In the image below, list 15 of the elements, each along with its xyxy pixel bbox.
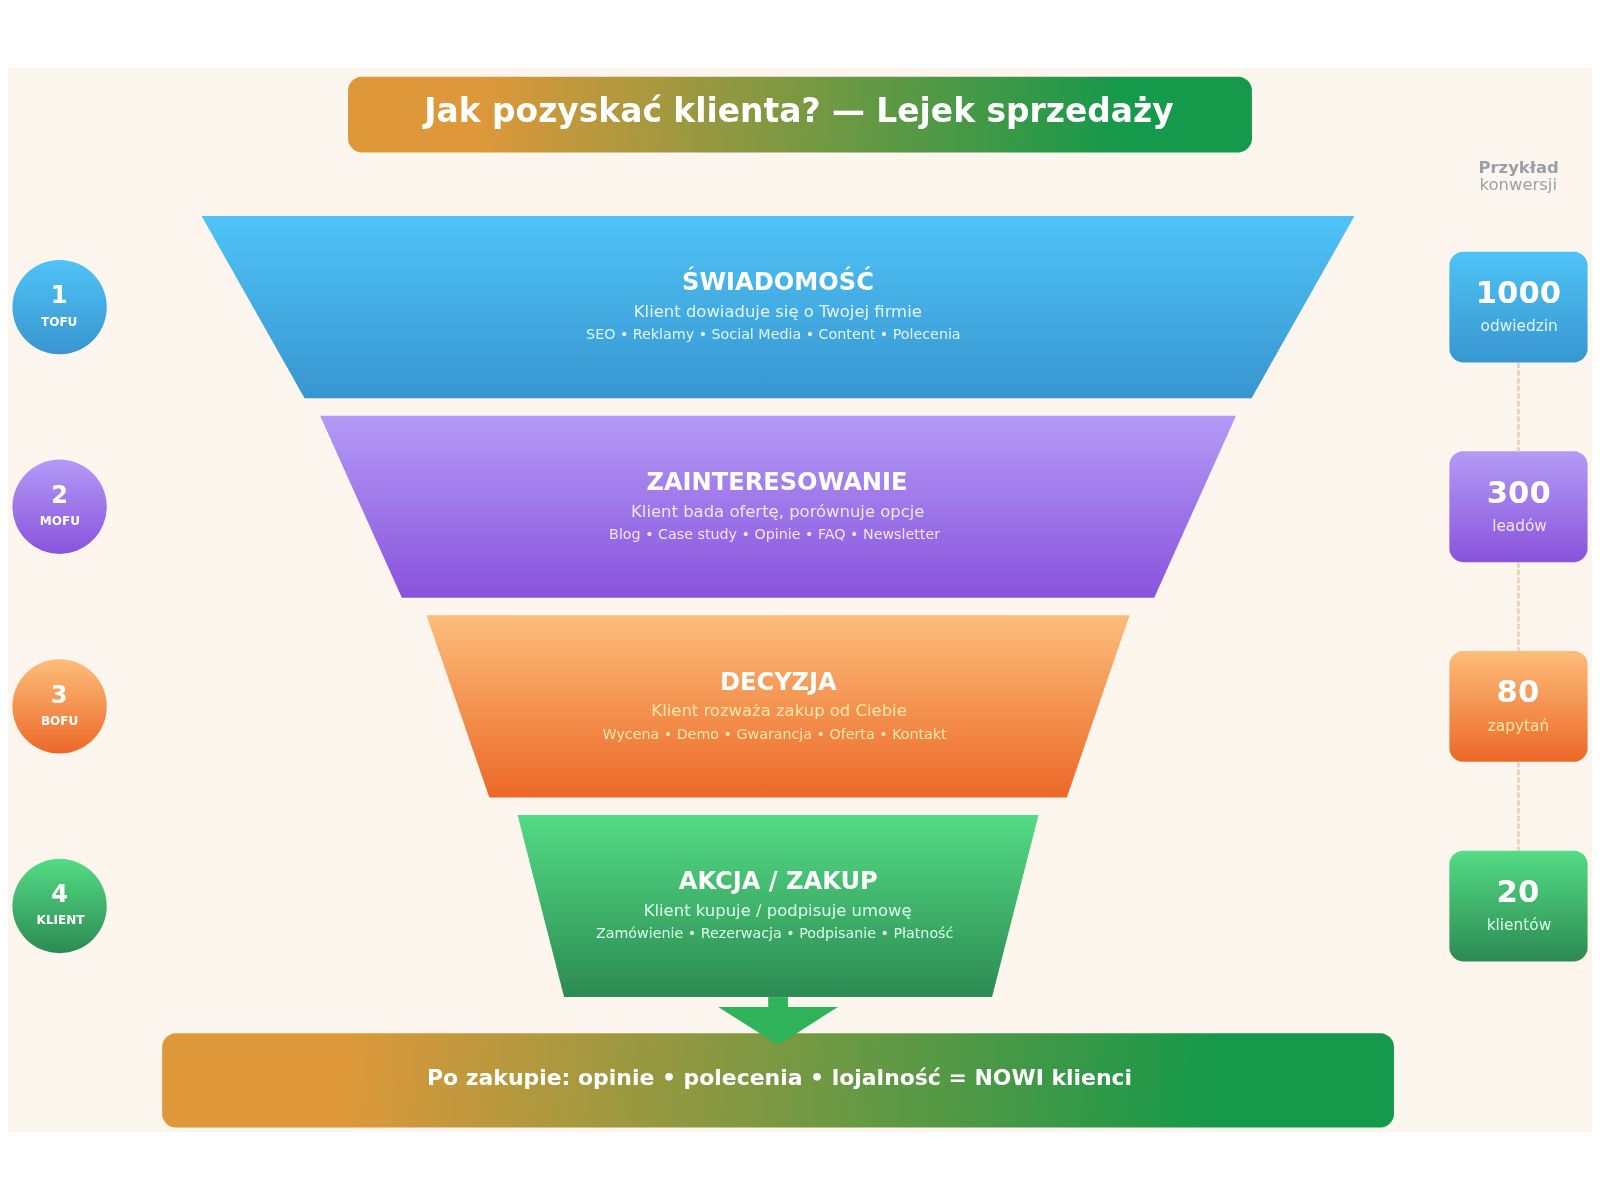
connector — [1517, 761, 1520, 851]
connector — [1517, 562, 1520, 651]
node-box: 300 leadów — [1449, 451, 1588, 563]
connector — [1517, 362, 1520, 452]
arrow — [718, 997, 838, 1045]
node-circle: 4 KLIENT — [12, 858, 107, 954]
node-box: 80 zapytań — [1449, 651, 1588, 762]
node-box: 1000 odwiedzin — [1449, 251, 1588, 363]
node-box: 20 klientów — [1449, 850, 1588, 962]
node-circle: 1 TOFU — [12, 259, 107, 355]
node-circle: 2 MOFU — [12, 459, 107, 554]
label: Przykład konwersji — [1478, 158, 1559, 194]
diagram-title: Jak pozyskać klienta? — Lejek sprzedaży — [424, 91, 1174, 131]
node-circle: 3 BOFU — [12, 659, 107, 754]
node-box: Po zakupie: opinie • polecenia • lojalność = NOWI klienci — [162, 1033, 1394, 1128]
